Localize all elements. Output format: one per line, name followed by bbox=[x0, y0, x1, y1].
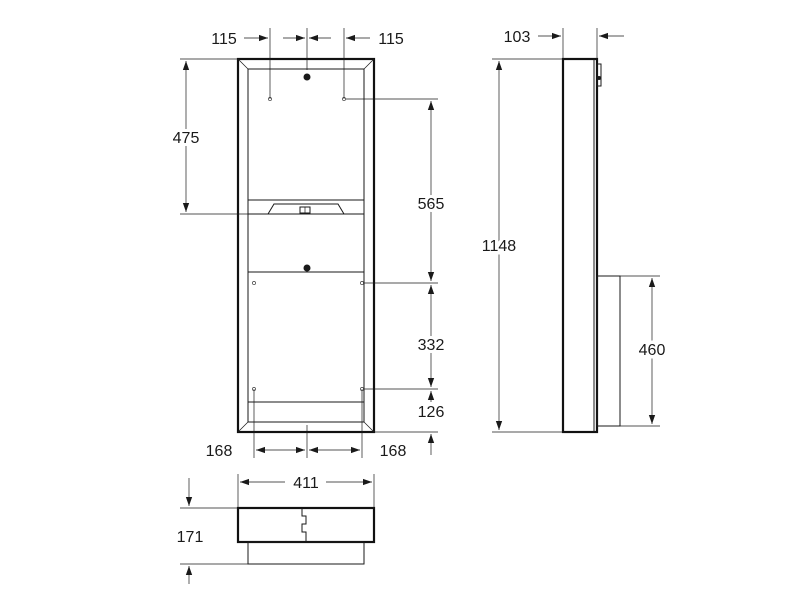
upper-lock-icon bbox=[303, 73, 311, 81]
dim-depth-103: 103 bbox=[504, 29, 531, 46]
dim-top-left-115: 115 bbox=[211, 31, 237, 48]
plan-body bbox=[247, 541, 365, 565]
plan-view: 411 171 bbox=[177, 474, 376, 584]
front-view: 115 115 475 565 332 126 168 168 bbox=[170, 28, 447, 460]
front-inner-frame bbox=[247, 68, 365, 423]
dim-depth-171: 171 bbox=[177, 529, 204, 546]
dim-bottom-left-168: 168 bbox=[206, 443, 233, 460]
dim-width-411: 411 bbox=[293, 475, 319, 492]
dim-upper-475: 475 bbox=[173, 130, 200, 147]
dim-height-1148: 1148 bbox=[482, 238, 517, 255]
dim-bottom-126: 126 bbox=[418, 404, 445, 421]
lower-lock-icon bbox=[303, 264, 311, 272]
dim-top-right-115: 115 bbox=[378, 31, 404, 48]
side-view: 103 1148 460 bbox=[478, 28, 669, 434]
dim-bottom-right-168: 168 bbox=[380, 443, 407, 460]
side-wall-box bbox=[596, 275, 621, 427]
dim-mid-565: 565 bbox=[418, 196, 445, 213]
dim-box-460: 460 bbox=[639, 342, 666, 359]
dim-door-332: 332 bbox=[418, 337, 445, 354]
side-body bbox=[561, 57, 599, 434]
front-outer-frame bbox=[236, 57, 376, 434]
